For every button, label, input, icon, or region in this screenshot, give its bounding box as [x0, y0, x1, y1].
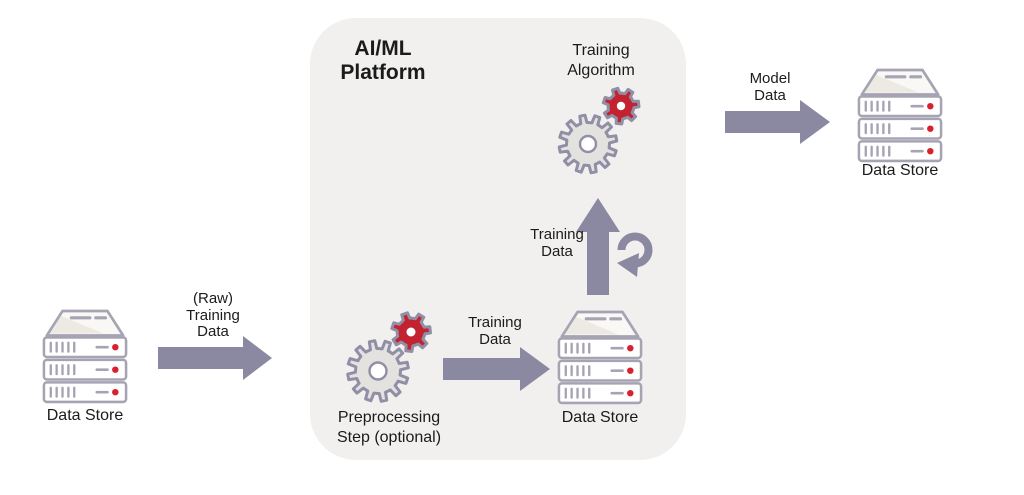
raw-training-data-label: (Raw) Training Data — [186, 290, 240, 340]
preprocessing-gears-icon — [346, 311, 432, 403]
platform-data-store-label: Data Store — [561, 409, 639, 426]
preprocessing-step-label: Preprocessing Step (optional) — [336, 409, 442, 446]
database-server-icon — [557, 310, 643, 405]
model-data-label: Model Data — [749, 70, 791, 104]
training-algorithm-label: Training Algorithm — [567, 42, 635, 79]
database-server-icon — [42, 309, 128, 404]
source-data-store-label: Data Store — [46, 407, 124, 424]
server-units — [42, 336, 128, 404]
database-server-icon — [857, 68, 943, 163]
raw-training-data-arrow-icon — [158, 336, 272, 380]
training-algorithm-gears-icon — [557, 86, 641, 175]
model-data-store-label: Data Store — [861, 162, 939, 179]
training-data-up-label: Training Data — [530, 226, 584, 260]
server-unit-details — [49, 316, 119, 398]
platform-title: AI/ML Platform — [340, 37, 426, 84]
model-data-arrow-icon — [725, 100, 830, 144]
training-data-in-label: Training Data — [468, 314, 522, 348]
